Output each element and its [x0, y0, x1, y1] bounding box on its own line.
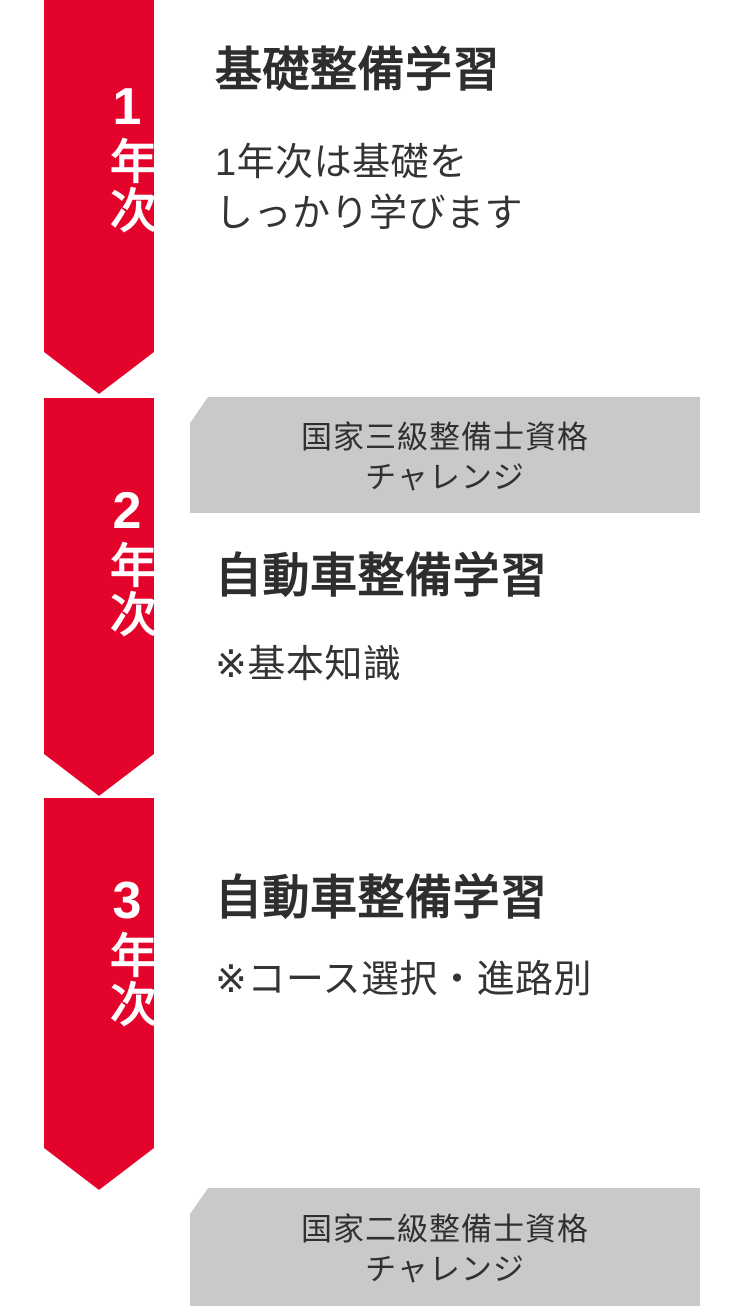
year1-arrow-shaft — [44, 0, 154, 352]
year3-suffix: 年次 — [103, 930, 156, 1029]
year1-description-line-1: 1年次は基礎を — [215, 142, 468, 184]
year3-title: 自動車整備学習 — [215, 871, 548, 924]
year2-description: ※基本知識 — [215, 640, 401, 691]
ribbon-grade2-line-2: チャレンジ — [365, 1252, 525, 1288]
ribbon-grade3-line-1: 国家三級整備士資格 — [301, 420, 589, 455]
year3-description: ※コース選択・進路別 — [215, 955, 592, 1006]
ribbon-grade3-text: 国家三級整備士資格 チャレンジ — [190, 418, 700, 499]
year3-number: 3 — [98, 871, 156, 931]
ribbon-grade2-line-1: 国家二級整備士資格 — [301, 1212, 589, 1247]
year1-suffix: 年次 — [103, 136, 156, 235]
year1-title: 基礎整備学習 — [215, 43, 500, 96]
year2-description-line-1: ※基本知識 — [215, 644, 402, 686]
year1-description-line-2: しっかり学びます — [215, 192, 524, 235]
year3-arrow-head — [44, 1148, 154, 1190]
ribbon-grade3-certification — [190, 397, 700, 513]
year2-suffix: 年次 — [103, 540, 156, 639]
year2-number: 2 — [98, 481, 156, 541]
year2-title: 自動車整備学習 — [215, 549, 548, 602]
year3-arrow-shaft — [44, 798, 154, 1148]
year2-arrow-shaft — [44, 398, 154, 754]
ribbon-grade2-text: 国家二級整備士資格 チャレンジ — [190, 1210, 700, 1291]
year1-number: 1 — [98, 77, 156, 137]
year2-arrow-head — [44, 754, 154, 796]
ribbon-grade2-certification — [190, 1188, 700, 1306]
ribbon-grade3-line-2: チャレンジ — [365, 460, 525, 496]
year3-description-line-1: ※コース選択・進路別 — [215, 959, 592, 1001]
year1-arrow-head — [44, 352, 154, 394]
year1-description: 1年次は基礎を しっかり学びます — [215, 138, 523, 239]
